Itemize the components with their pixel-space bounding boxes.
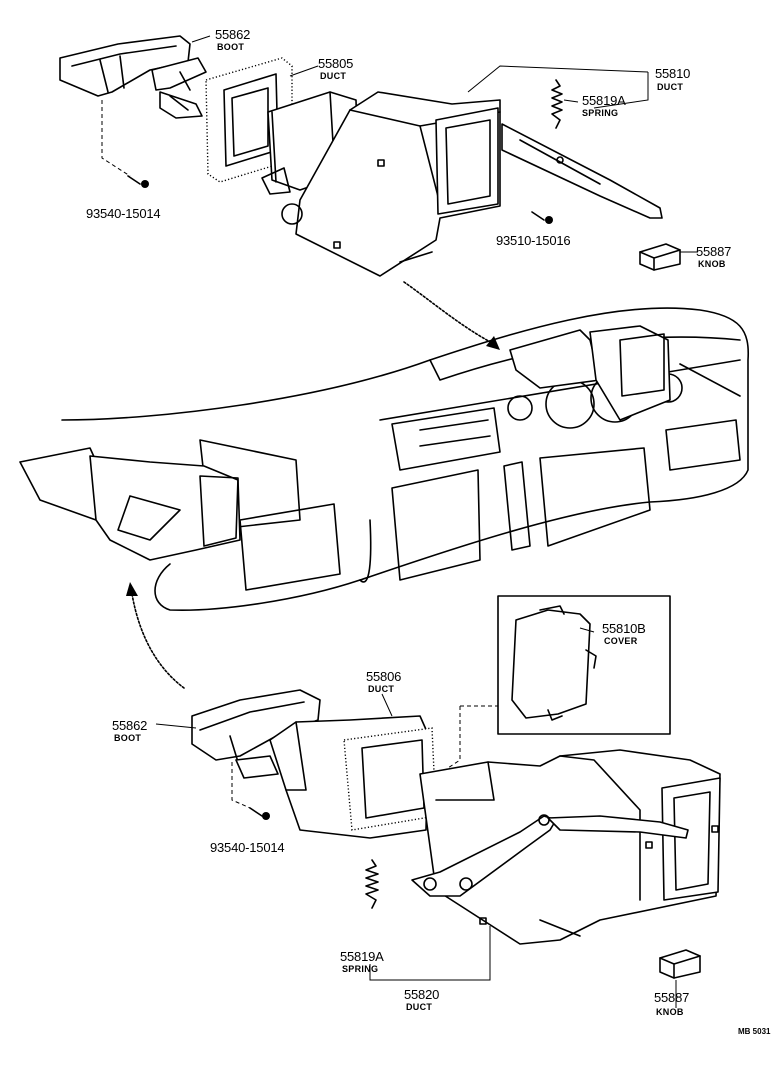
bottom-spring-drawing: [365, 859, 379, 909]
bottom-main-duct-drawing: [419, 749, 721, 945]
boot-top-number: 55862: [215, 27, 250, 42]
bottom-lever-arm-drawing: [411, 814, 689, 897]
screw-top-left-number: 93540-15014: [86, 206, 160, 221]
duct-bottom-left-number: 55806: [366, 669, 401, 684]
top-to-dash-arrow: [403, 281, 500, 350]
cover-name: COVER: [604, 636, 638, 646]
spring-top-number: 55819A: [582, 93, 626, 108]
bottom-screw-dash-line: [231, 762, 251, 809]
top-leader-lines: [191, 35, 698, 253]
spring-bottom-number: 55819A: [340, 949, 384, 964]
boot-top-name: BOOT: [217, 42, 244, 52]
bottom-screw-drawing: [249, 807, 270, 820]
bottom-vent-assembly: [155, 689, 721, 1008]
duct-right-name: DUCT: [657, 82, 683, 92]
top-right-screw-drawing: [531, 211, 553, 224]
top-knob-drawing: [639, 243, 681, 271]
dash-to-bottom-arrow: [126, 582, 185, 689]
boot-bottom-name: BOOT: [114, 733, 141, 743]
duct-bottom-left-name: DUCT: [368, 684, 394, 694]
top-left-screw-drawing: [127, 175, 149, 188]
top-main-duct-drawing: [281, 91, 501, 277]
spring-bottom-name: SPRING: [342, 964, 378, 974]
cover-number: 55810B: [602, 621, 646, 636]
boot-bottom-number: 55862: [112, 718, 147, 733]
spring-top-name: SPRING: [582, 108, 618, 118]
top-gasket-drawing: [205, 57, 293, 183]
drawing-reference: MB 5031: [738, 1027, 771, 1036]
duct-bottom-number: 55820: [404, 987, 439, 1002]
duct-top-name: DUCT: [320, 71, 346, 81]
dashboard-drawing: [19, 307, 750, 612]
knob-top-name: KNOB: [698, 259, 726, 269]
bottom-leader-lines: [155, 693, 677, 1008]
knob-top-number: 55887: [696, 244, 731, 259]
screw-bottom-number: 93540-15014: [210, 840, 284, 855]
labels: 55862 BOOT 55805 DUCT 55810 DUCT 55819A …: [86, 27, 771, 1036]
knob-bottom-number: 55887: [654, 990, 689, 1005]
bottom-duct-drawing: [269, 715, 437, 839]
top-lever-arm-drawing: [501, 123, 663, 219]
duct-bottom-name: DUCT: [406, 1002, 432, 1012]
cover-box: [423, 595, 671, 785]
top-vent-assembly: [59, 35, 698, 277]
duct-top-number: 55805: [318, 56, 353, 71]
knob-bottom-name: KNOB: [656, 1007, 684, 1017]
top-spring-drawing: [551, 79, 563, 129]
bottom-knob-drawing: [659, 949, 701, 979]
duct-right-number: 55810: [655, 66, 690, 81]
top-screw-dash-line: [101, 100, 131, 177]
screw-top-right-number: 93510-15016: [496, 233, 570, 248]
top-boot-drawing: [59, 35, 207, 119]
